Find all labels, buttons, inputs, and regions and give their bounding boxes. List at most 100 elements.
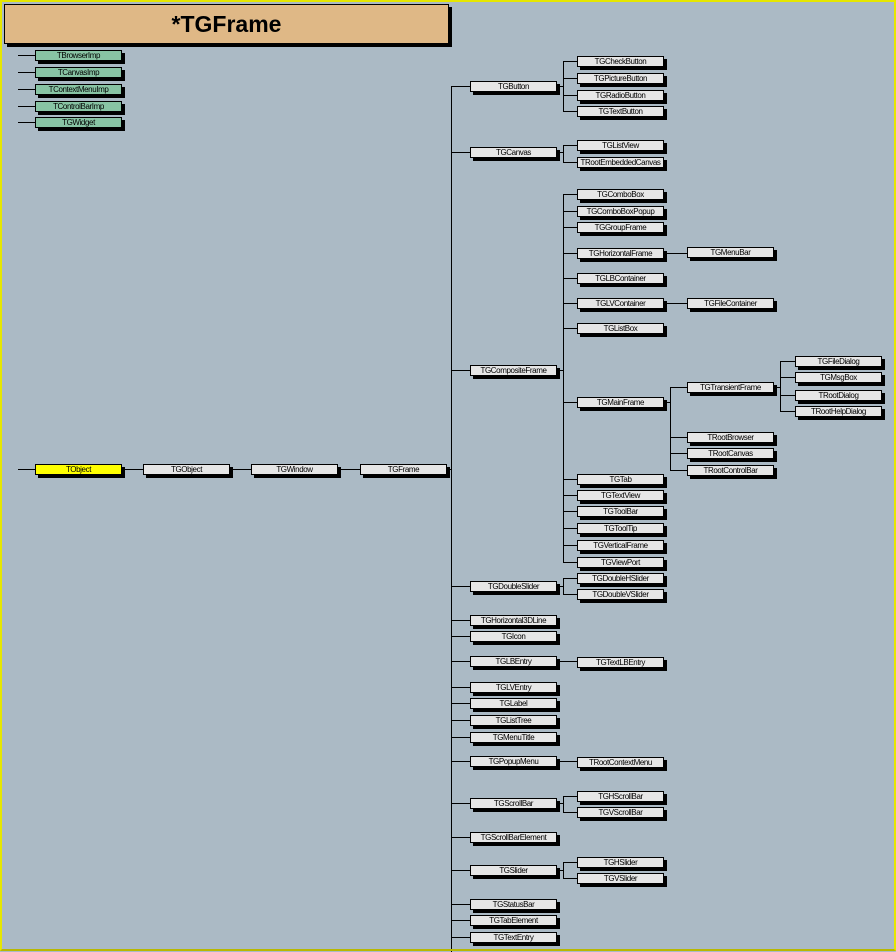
class-node[interactable]: TGPictureButton [577, 73, 664, 84]
connector-line-horizontal [451, 620, 470, 621]
connector-line-horizontal [18, 89, 35, 90]
class-node[interactable]: TRootEmbeddedCanvas [577, 157, 664, 168]
class-node[interactable]: TGFrame [360, 464, 447, 475]
connector-line-horizontal [563, 545, 577, 546]
class-node[interactable]: TBrowserImp [35, 50, 122, 61]
class-node[interactable]: TGMainFrame [577, 397, 664, 408]
class-node[interactable]: TGTransientFrame [687, 382, 774, 393]
class-node[interactable]: TGScrollBar [470, 798, 557, 809]
class-node[interactable]: TCanvasImp [35, 67, 122, 78]
class-node[interactable]: TGHScrollBar [577, 791, 664, 802]
class-node[interactable]: TRootContextMenu [577, 757, 664, 768]
class-node[interactable]: TGViewPort [577, 557, 664, 568]
connector-line-horizontal [451, 920, 470, 921]
connector-line-horizontal [557, 803, 563, 804]
class-node[interactable]: TRootDialog [795, 390, 882, 401]
class-node[interactable]: TGMsgBox [795, 372, 882, 383]
class-node[interactable]: TGTextView [577, 490, 664, 501]
class-node[interactable]: TGHSlider [577, 857, 664, 868]
class-node[interactable]: TGTextEntry [470, 932, 557, 943]
class-node[interactable]: TRootControlBar [687, 465, 774, 476]
connector-line-horizontal [563, 578, 577, 579]
class-node[interactable]: TGCompositeFrame [470, 365, 557, 376]
class-node[interactable]: TGHorizontalFrame [577, 248, 664, 259]
connector-line-vertical [563, 796, 564, 813]
connector-line-horizontal [563, 111, 577, 112]
connector-line-vertical [451, 86, 452, 952]
class-node[interactable]: TGPopupMenu [470, 756, 557, 767]
class-node[interactable]: TGMenuBar [687, 247, 774, 258]
connector-line-horizontal [780, 411, 795, 412]
class-node[interactable]: TRootCanvas [687, 448, 774, 459]
class-node[interactable]: TGObject [143, 464, 230, 475]
connector-line-horizontal [664, 303, 687, 304]
class-node[interactable]: TGHorizontal3DLine [470, 615, 557, 626]
class-node[interactable]: TGCanvas [470, 147, 557, 158]
connector-line-horizontal [563, 862, 577, 863]
class-node[interactable]: TGMenuTitle [470, 732, 557, 743]
class-node[interactable]: TGLVContainer [577, 298, 664, 309]
class-node[interactable]: TGFileDialog [795, 356, 882, 367]
class-node[interactable]: TGFileContainer [687, 298, 774, 309]
class-node[interactable]: TGCheckButton [577, 56, 664, 67]
connector-line-horizontal [563, 479, 577, 480]
class-node[interactable]: TRootHelpDialog [795, 406, 882, 417]
class-node[interactable]: TContextMenuImp [35, 84, 122, 95]
connector-line-horizontal [451, 937, 470, 938]
class-node[interactable]: TGLBEntry [470, 656, 557, 667]
class-node[interactable]: TGTextLBEntry [577, 657, 664, 668]
connector-line-horizontal [557, 586, 563, 587]
class-node[interactable]: TGWidget [35, 117, 122, 128]
connector-line-horizontal [557, 661, 577, 662]
connector-line-horizontal [664, 253, 687, 254]
connector-line-horizontal [563, 562, 577, 563]
class-node[interactable]: TGGroupFrame [577, 222, 664, 233]
class-node[interactable]: TGVSlider [577, 873, 664, 884]
connector-line-vertical [563, 578, 564, 595]
connector-line-horizontal [670, 453, 687, 454]
class-node[interactable]: TRootBrowser [687, 432, 774, 443]
connector-line-vertical [563, 862, 564, 879]
class-node[interactable]: TGComboBoxPopup [577, 206, 664, 217]
class-node[interactable]: TGListBox [577, 323, 664, 334]
class-node[interactable]: TGLBContainer [577, 273, 664, 284]
class-node[interactable]: TGButton [470, 81, 557, 92]
class-node[interactable]: TGTab [577, 474, 664, 485]
connector-line-horizontal [451, 720, 470, 721]
class-node[interactable]: TGRadioButton [577, 90, 664, 101]
connector-line-horizontal [563, 303, 577, 304]
connector-line-horizontal [563, 878, 577, 879]
connector-line-horizontal [451, 152, 470, 153]
class-node[interactable]: TGTabElement [470, 915, 557, 926]
class-node[interactable]: TGIcon [470, 631, 557, 642]
class-node[interactable]: TGWindow [251, 464, 338, 475]
class-node[interactable]: TGDoubleSlider [470, 581, 557, 592]
class-node[interactable]: TGToolTip [577, 523, 664, 534]
connector-line-horizontal [451, 803, 470, 804]
class-node[interactable]: TObject [35, 464, 122, 475]
class-node[interactable]: TGListTree [470, 715, 557, 726]
connector-line-horizontal [451, 636, 470, 637]
class-node[interactable]: TGListView [577, 140, 664, 151]
class-node[interactable]: TGComboBox [577, 189, 664, 200]
connector-line-horizontal [563, 402, 577, 403]
connector-line-vertical [780, 361, 781, 412]
class-node[interactable]: TGLabel [470, 698, 557, 709]
class-node[interactable]: TGDoubleVSlider [577, 589, 664, 600]
class-node[interactable]: TGDoubleHSlider [577, 573, 664, 584]
connector-line-horizontal [563, 145, 577, 146]
class-node[interactable]: TGTextButton [577, 106, 664, 117]
class-node[interactable]: TGToolBar [577, 506, 664, 517]
class-node[interactable]: TControlBarImp [35, 101, 122, 112]
connector-line-horizontal [563, 78, 577, 79]
class-node[interactable]: TGLVEntry [470, 682, 557, 693]
class-node[interactable]: TGVerticalFrame [577, 540, 664, 551]
connector-line-horizontal [563, 328, 577, 329]
connector-line-vertical [563, 61, 564, 112]
class-node[interactable]: TGStatusBar [470, 899, 557, 910]
class-node[interactable]: TGScrollBarElement [470, 832, 557, 843]
class-node[interactable]: TGVScrollBar [577, 807, 664, 818]
connector-line-horizontal [780, 395, 795, 396]
connector-line-horizontal [563, 227, 577, 228]
class-node[interactable]: TGSlider [470, 865, 557, 876]
